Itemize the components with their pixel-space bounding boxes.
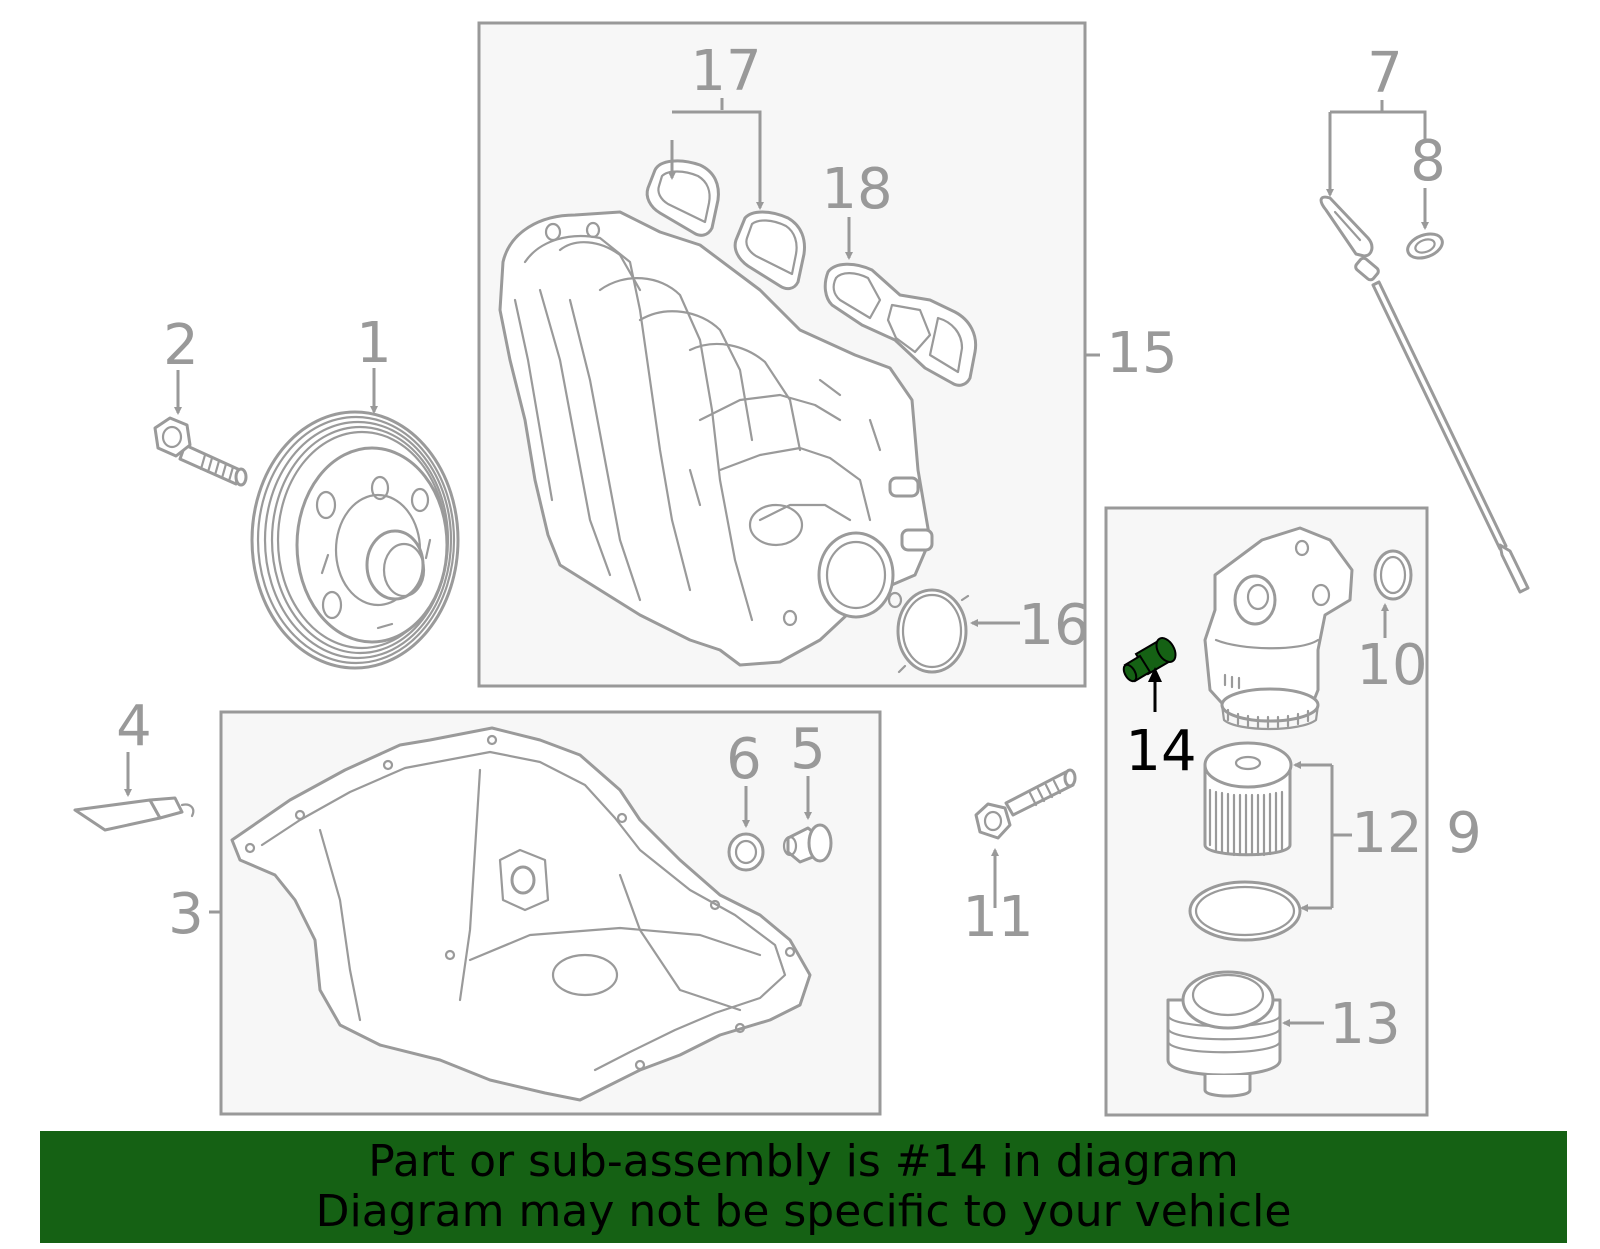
callout-2: 2 (163, 313, 199, 378)
sealant-tube-part[interactable] (73, 796, 195, 832)
throttle-body-gasket-part[interactable] (896, 588, 970, 674)
callout-15: 15 (1106, 321, 1177, 386)
callout-11: 11 (962, 885, 1033, 950)
callout-10: 10 (1356, 633, 1427, 698)
banner-line-part-number: Part or sub-assembly is #14 in diagram (368, 1136, 1239, 1187)
callout-9: 9 (1446, 801, 1482, 866)
callout-3: 3 (168, 882, 204, 947)
callout-17: 17 (690, 39, 761, 104)
callout-18: 18 (821, 157, 892, 222)
callout-8: 8 (1410, 129, 1446, 194)
oil-filter-housing-part[interactable] (1203, 526, 1354, 731)
callout-13: 13 (1329, 992, 1400, 1057)
callout-12: 12 (1351, 801, 1422, 866)
filter-cap-o-ring-part[interactable] (1188, 880, 1302, 942)
oil-pressure-sensor-part[interactable] (1121, 635, 1179, 684)
throttle-gasket-part[interactable] (823, 262, 978, 387)
intake-gasket-part[interactable] (645, 159, 806, 291)
oil-filter-cap-part[interactable] (1166, 970, 1282, 1098)
banner-line-disclaimer: Diagram may not be specific to your vehi… (315, 1186, 1292, 1237)
callout-6: 6 (726, 727, 762, 792)
callout-5: 5 (790, 717, 826, 782)
callout-4: 4 (116, 694, 152, 759)
pulley-bolt-part[interactable] (153, 416, 248, 487)
callout-1: 1 (356, 311, 392, 376)
oil-pan-part[interactable] (230, 726, 812, 1102)
housing-bolt-part[interactable] (974, 768, 1077, 840)
crankshaft-pulley-part[interactable] (250, 410, 460, 670)
oil-filter-element-part[interactable] (1203, 741, 1293, 857)
callout-14: 14 (1125, 719, 1196, 784)
drain-plug-gasket-part[interactable] (727, 832, 765, 872)
dipstick-part[interactable] (1319, 195, 1530, 594)
leader-lines (124, 98, 1429, 1027)
intake-manifold-part[interactable] (498, 210, 934, 667)
dipstick-o-ring-part[interactable] (1404, 230, 1445, 263)
housing-o-ring-part[interactable] (1373, 549, 1413, 601)
callout-7: 7 (1367, 41, 1403, 106)
callout-16: 16 (1018, 593, 1089, 658)
drain-plug-part[interactable] (782, 823, 833, 864)
callout-labels: 1 2 3 4 5 6 7 8 9 10 11 12 13 14 15 16 1… (116, 39, 1482, 1057)
info-banner: Part or sub-assembly is #14 in diagram D… (40, 1131, 1567, 1243)
